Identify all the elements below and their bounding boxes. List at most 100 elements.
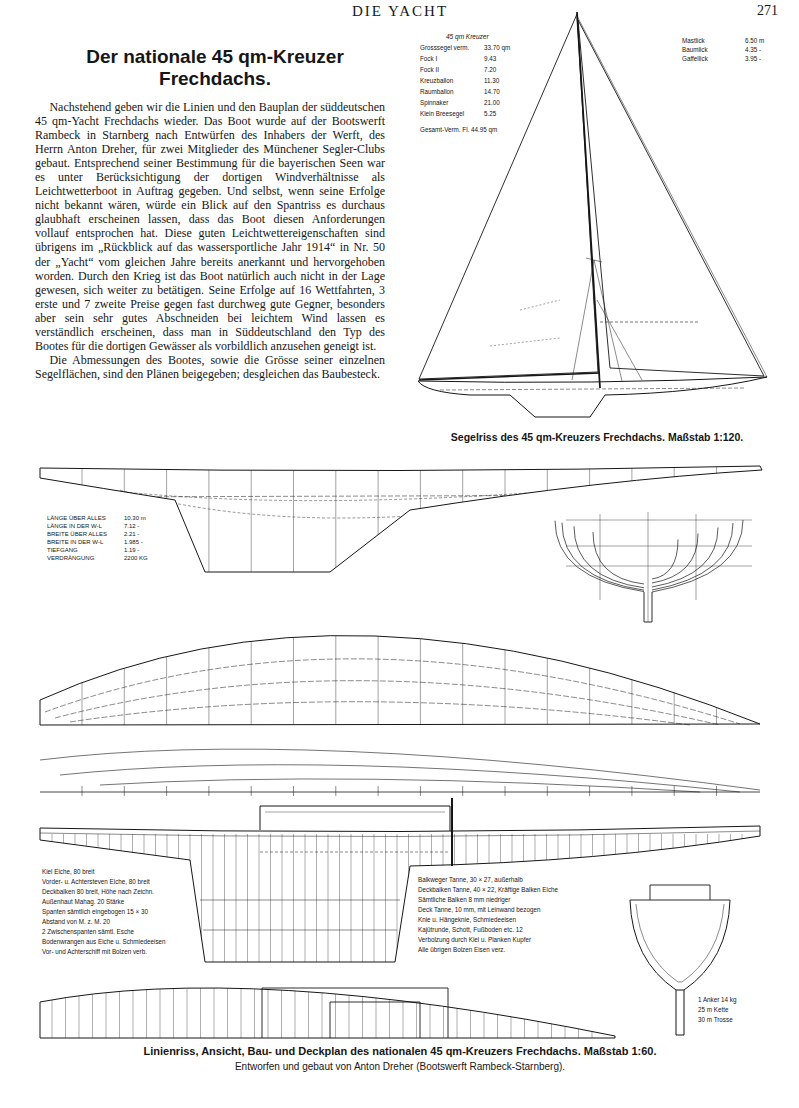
waterline: [440, 388, 745, 390]
drawing-label: 33.70 qm: [484, 44, 510, 51]
drawing-label: 1 Anker 14 kg: [698, 996, 737, 1003]
section-deck: [630, 900, 730, 901]
hull-profile: [40, 466, 762, 572]
page-header: 271: [757, 3, 778, 19]
hull-bottom: [418, 377, 767, 417]
body-plan-sections: [555, 520, 743, 592]
drawing-label: TIEFGANG: [47, 547, 78, 554]
drawing-label: 7.12 -: [124, 523, 139, 530]
drawing-label: 21.00: [484, 99, 500, 106]
drawing-label: Segelriss des 45 qm-Kreuzers Frechdachs.…: [451, 431, 743, 443]
spinnaker-boom: [600, 322, 700, 323]
drawing-label: Deckbalken 80 breit, Höhe nach Zeichn.: [42, 888, 154, 895]
drawing-label: Gaffellick: [682, 55, 708, 62]
page-header: DIE YACHT: [352, 3, 448, 20]
sail-seams: [490, 300, 560, 346]
drawing-label: Grosssegel verm.: [420, 44, 469, 51]
drawing-label: Fock I: [420, 55, 437, 62]
drawing-label: 7.20: [484, 66, 496, 73]
drawing-label: Fock II: [420, 66, 439, 73]
drawing-label: 10.30 m: [124, 515, 146, 522]
drawing-label: Gesamt-Verm. Fl. 44.95 qm: [420, 126, 497, 133]
drawing-label: BREITE IN DER W-L: [47, 539, 103, 546]
drawing-label: Knie u. Hängeknie, Schmiedeeisen: [418, 916, 516, 923]
deck-openings: [262, 988, 448, 1038]
drawing-label: 45 qm Kreuzer: [446, 33, 489, 40]
drawing-label: 9.43: [484, 55, 496, 62]
cabin-sole: [260, 852, 448, 853]
keel-stub: [644, 592, 652, 622]
drawing-label: Spinnaker: [420, 99, 448, 106]
drawing-label: BREITE ÜBER ALLES: [47, 531, 107, 538]
drawing-label: Verbolzung durch Kiel u. Planken Kupfer: [418, 936, 531, 943]
drawing-label: 2200 KG: [124, 555, 148, 562]
drawing-label: 6.50 m: [745, 37, 764, 44]
sheer-line: [418, 377, 767, 382]
drawing-label: Klein Breesegel: [420, 110, 464, 117]
drawing-label: Raumballon: [420, 88, 454, 95]
deckhouse-beam: [265, 812, 445, 813]
drawing-label: 2 Zwischenspanten sämtl. Esche: [42, 928, 134, 935]
base-line: [40, 792, 760, 793]
drawing-label: 3.95 -: [745, 55, 761, 62]
waterline-curves: [45, 659, 740, 725]
drawing-label: Alle übrigen Bolzen Eisen verz.: [418, 946, 505, 953]
jib: [578, 20, 764, 376]
ballast-keel: [200, 900, 400, 930]
drawing-label: Kiel Eiche, 80 breit: [42, 868, 95, 875]
body-paragraph: Die Abmessungen des Bootes, sowie die Gr…: [35, 353, 385, 381]
mast-heel: [451, 798, 453, 866]
drawing-label: Vor- und Achterschiff mit Bolzen verb.: [42, 948, 147, 955]
mainsail: [419, 14, 598, 379]
drawing-label: Bodenwrangen aus Eiche u. Schmiedeeisen: [42, 938, 166, 945]
waterline: [80, 495, 700, 497]
drawing-label: Deckbalken Tanne, 40 × 22, Kräftige Balk…: [418, 886, 558, 893]
body-paragraph: Nachstehend geben wir die Linien und den…: [35, 100, 385, 353]
deck-line: [40, 831, 760, 837]
drawing-label: Balkweger Tanne, 30 × 27, außerhalb: [418, 876, 523, 883]
drawing-label: Abstand von M. z. M. 20: [42, 918, 110, 925]
figure-caption: Linienriss, Ansicht, Bau- und Deckplan d…: [143, 1045, 656, 1057]
drawing-label: Kajütrunde, Schott, Fußboden etc. 12: [418, 926, 523, 933]
drawing-label: Entworfen und gebaut von Anton Dreher (B…: [235, 1061, 565, 1073]
drawing-label: 25 m Kette: [698, 1006, 728, 1013]
drawing-label: Sämtliche Balken 8 mm niedriger: [418, 896, 510, 903]
frames: [52, 834, 742, 970]
drawing-label: Kreuzballon: [420, 77, 453, 84]
deckhouse: [260, 806, 450, 831]
station-lines: [82, 620, 717, 725]
drawing-label: 30 m Trosse: [698, 1016, 733, 1023]
drawing-label: 5.25: [484, 110, 496, 117]
drawing-label: 11.30: [484, 77, 499, 84]
forestay: [577, 16, 767, 377]
station-ticks: [82, 786, 717, 796]
drawing-label: 2.21 -: [124, 531, 139, 538]
section-hull: [630, 900, 730, 990]
deck-plan-outline: [40, 988, 615, 1038]
section-keel: [676, 990, 684, 1035]
drawing-label: 14.70: [484, 88, 500, 95]
drawing-label: 4.35 -: [745, 46, 761, 53]
section-lining: [636, 904, 724, 982]
drawing-label: LÄNGE ÜBER ALLES: [47, 515, 106, 522]
half-breadth-outline: [40, 636, 760, 725]
drawing-label: Baumlick: [682, 46, 708, 53]
diagonal-curves: [40, 749, 760, 792]
drawing-label: VERDRÄNGUNG: [47, 555, 94, 562]
shrouds: [572, 258, 642, 381]
article-title: Der nationale 45 qm-Kreuzer Frechdachs.: [40, 46, 390, 90]
deck-beams: [52, 960, 592, 1038]
hull-construction: [40, 826, 760, 962]
drawing-label: Deck Tanne, 10 mm, mit Leinwand bezogen: [418, 906, 540, 913]
drawing-label: 1.19 -: [124, 547, 139, 554]
drawing-label: Außenhaut Mahag. 20 Stärke: [42, 898, 124, 905]
drawing-label: 1.985 -: [124, 539, 143, 546]
drawing-label: Mastlick: [682, 37, 705, 44]
drawing-label: LÄNGE IN DER W-L: [47, 523, 102, 530]
buttock-lines: [60, 478, 700, 518]
body-plan-grid: [566, 512, 752, 622]
drawing-label: Vorder- u. Achtersteven Eiche, 80 breit: [42, 878, 150, 885]
section-deckhouse: [650, 885, 710, 900]
drawing-label: Spanten sämtlich eingebogen 15 × 30: [42, 908, 148, 915]
